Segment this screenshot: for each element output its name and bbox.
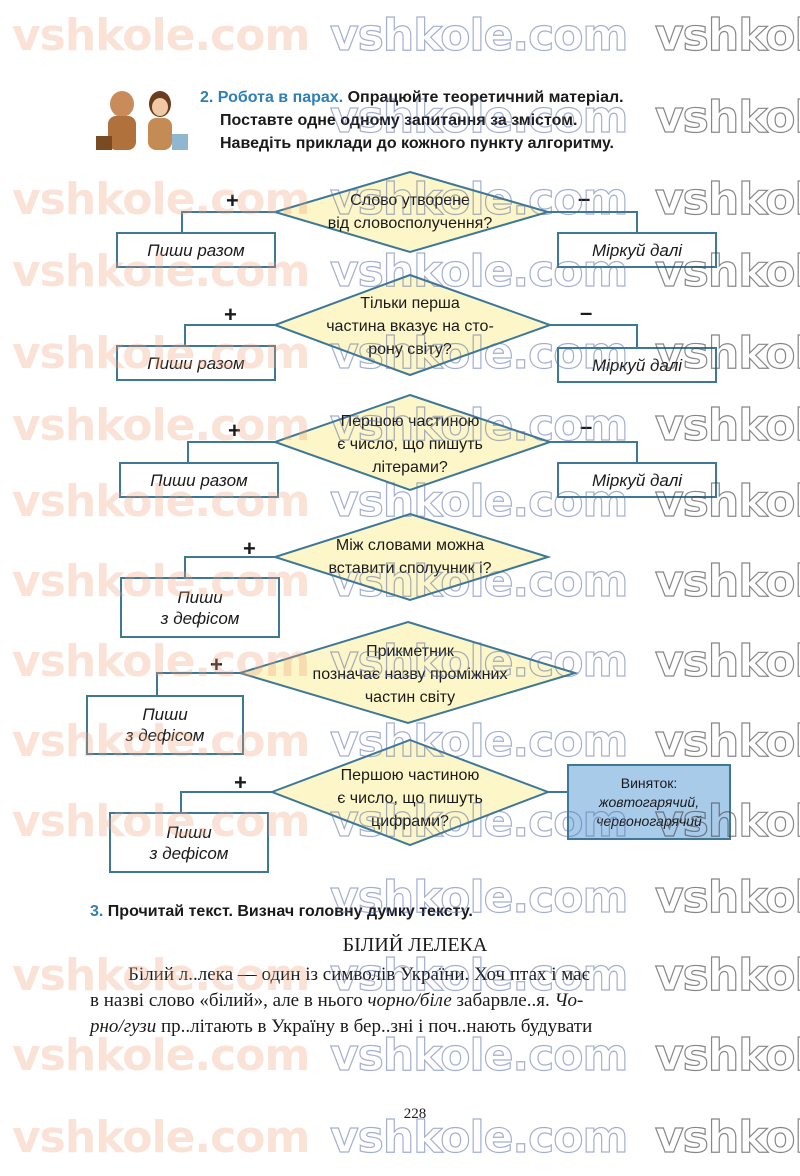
task3-number: 3.: [90, 903, 104, 920]
task2-number: 2.: [200, 89, 214, 106]
pupils-illustration: [88, 86, 196, 160]
reading-line-2: в назві слово «білий», але в нього чорно…: [90, 990, 584, 1011]
page-number: 228: [403, 1106, 427, 1122]
diamond-1-text: Слово утворене від словосполучення?: [327, 192, 493, 232]
flowchart: [156, 170, 638, 847]
reading-line-1: Білий л..лека — один із символів України…: [128, 964, 590, 985]
diamond-2-text: Тільки перша частина вказує на сто- рону…: [326, 294, 494, 358]
write-together-box-1: Пиши разом: [116, 232, 276, 268]
diamond-5-text: Прикметник позначає назву проміжних част…: [312, 642, 508, 706]
reading-title: БІЛИЙ ЛЕЛЕКА: [342, 934, 488, 956]
task2-text: 2. Робота в парах. Опрацюйте теоретичний…: [200, 86, 800, 155]
task2-line1: Опрацюйте теоретичний матеріал.: [347, 89, 624, 106]
plus-sign-3: +: [228, 418, 241, 443]
exception-box: Виняток: жовтогарячий, червоногарячий: [567, 764, 731, 840]
diamond-3-text: Першою частиною є число, що пишуть літер…: [337, 412, 483, 476]
reading-line-3: рно/гузи пр..літають в Україну в бер..зн…: [90, 1016, 593, 1037]
write-hyphen-box-2: Пиши з дефісом: [86, 695, 244, 755]
task3-text: Прочитай текст. Визнач головну думку тек…: [107, 903, 473, 920]
diamond-5: [236, 620, 579, 725]
plus-sign-2: +: [224, 302, 237, 327]
write-hyphen-box-1: Пиши з дефісом: [120, 577, 280, 638]
write-together-box-3: Пиши разом: [119, 462, 279, 498]
reading-text: Білий л..лека — один із символів України…: [90, 962, 750, 1040]
diamond-6-text: Першою частиною є число, що пишуть цифра…: [337, 766, 483, 830]
diamond-4: [271, 512, 552, 602]
task3: 3. Прочитай текст. Визнач головну думку …: [90, 900, 770, 923]
write-hyphen-box-3: Пиши з дефісом: [109, 812, 269, 873]
minus-sign-2: –: [580, 300, 593, 325]
plus-sign-1: +: [226, 188, 239, 213]
minus-sign-3: –: [580, 414, 593, 439]
think-further-box-3: Міркуй далі: [557, 462, 717, 498]
plus-sign-4: +: [243, 536, 256, 561]
think-further-box-1: Міркуй далі: [557, 232, 717, 268]
think-further-box-2: Міркуй далі: [557, 347, 717, 383]
diamond-2: [272, 273, 553, 377]
task2-title: Робота в парах.: [217, 89, 344, 106]
diamond-4-text: Між словами можна вставити сполучник і?: [328, 537, 492, 577]
plus-sign-6: +: [234, 770, 247, 795]
minus-sign-1: –: [578, 186, 591, 211]
plus-sign-5: +: [210, 652, 223, 677]
diamond-1: [271, 170, 552, 254]
diamond-6: [269, 738, 551, 847]
task2-line2: Поставте одне одному запитання за змісто…: [220, 112, 578, 129]
diamond-3: [271, 393, 554, 492]
write-together-box-2: Пиши разом: [116, 345, 276, 381]
task2-line3: Наведіть приклади до кожного пункту алго…: [220, 135, 614, 152]
